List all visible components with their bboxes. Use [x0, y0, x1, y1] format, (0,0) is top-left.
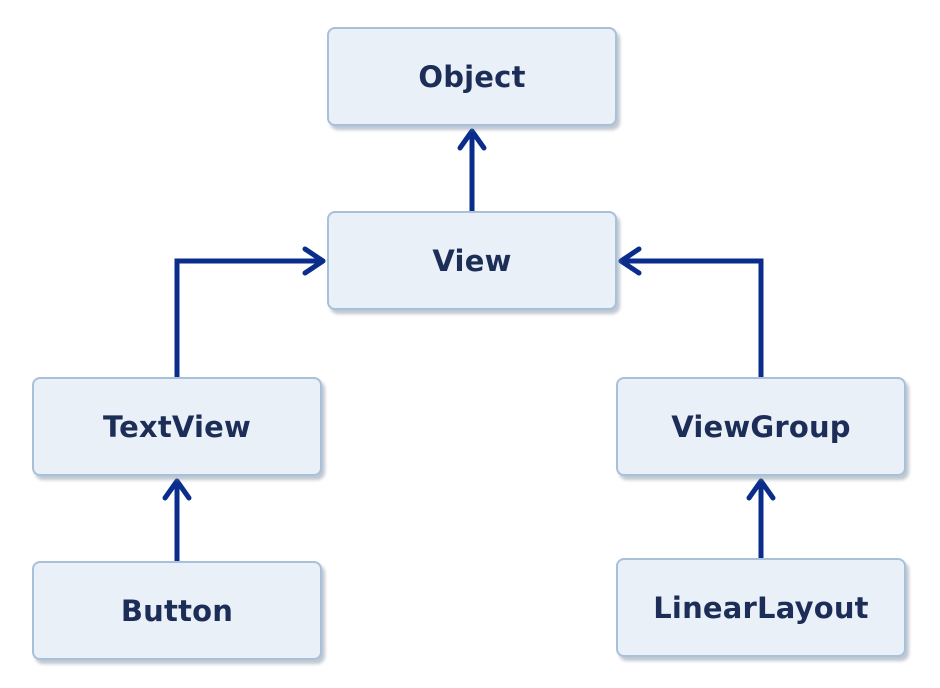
node-viewgroup: ViewGroup [616, 377, 906, 476]
node-view: View [327, 211, 617, 310]
node-object: Object [327, 27, 617, 126]
node-button: Button [32, 561, 322, 660]
node-textview: TextView [32, 377, 322, 476]
arrow-linearlayout-to-viewgroup [746, 478, 776, 558]
arrow-viewgroup-to-view [618, 246, 764, 377]
node-object-label: Object [418, 59, 526, 94]
node-viewgroup-label: ViewGroup [671, 409, 851, 444]
node-linearlayout-label: LinearLayout [653, 590, 869, 625]
arrow-button-to-textview [162, 478, 192, 561]
node-linearlayout: LinearLayout [616, 558, 906, 657]
arrow-textview-to-view [174, 246, 326, 377]
node-textview-label: TextView [102, 409, 252, 444]
node-view-label: View [432, 243, 512, 278]
node-button-label: Button [120, 593, 234, 628]
arrow-view-to-object [457, 128, 487, 211]
